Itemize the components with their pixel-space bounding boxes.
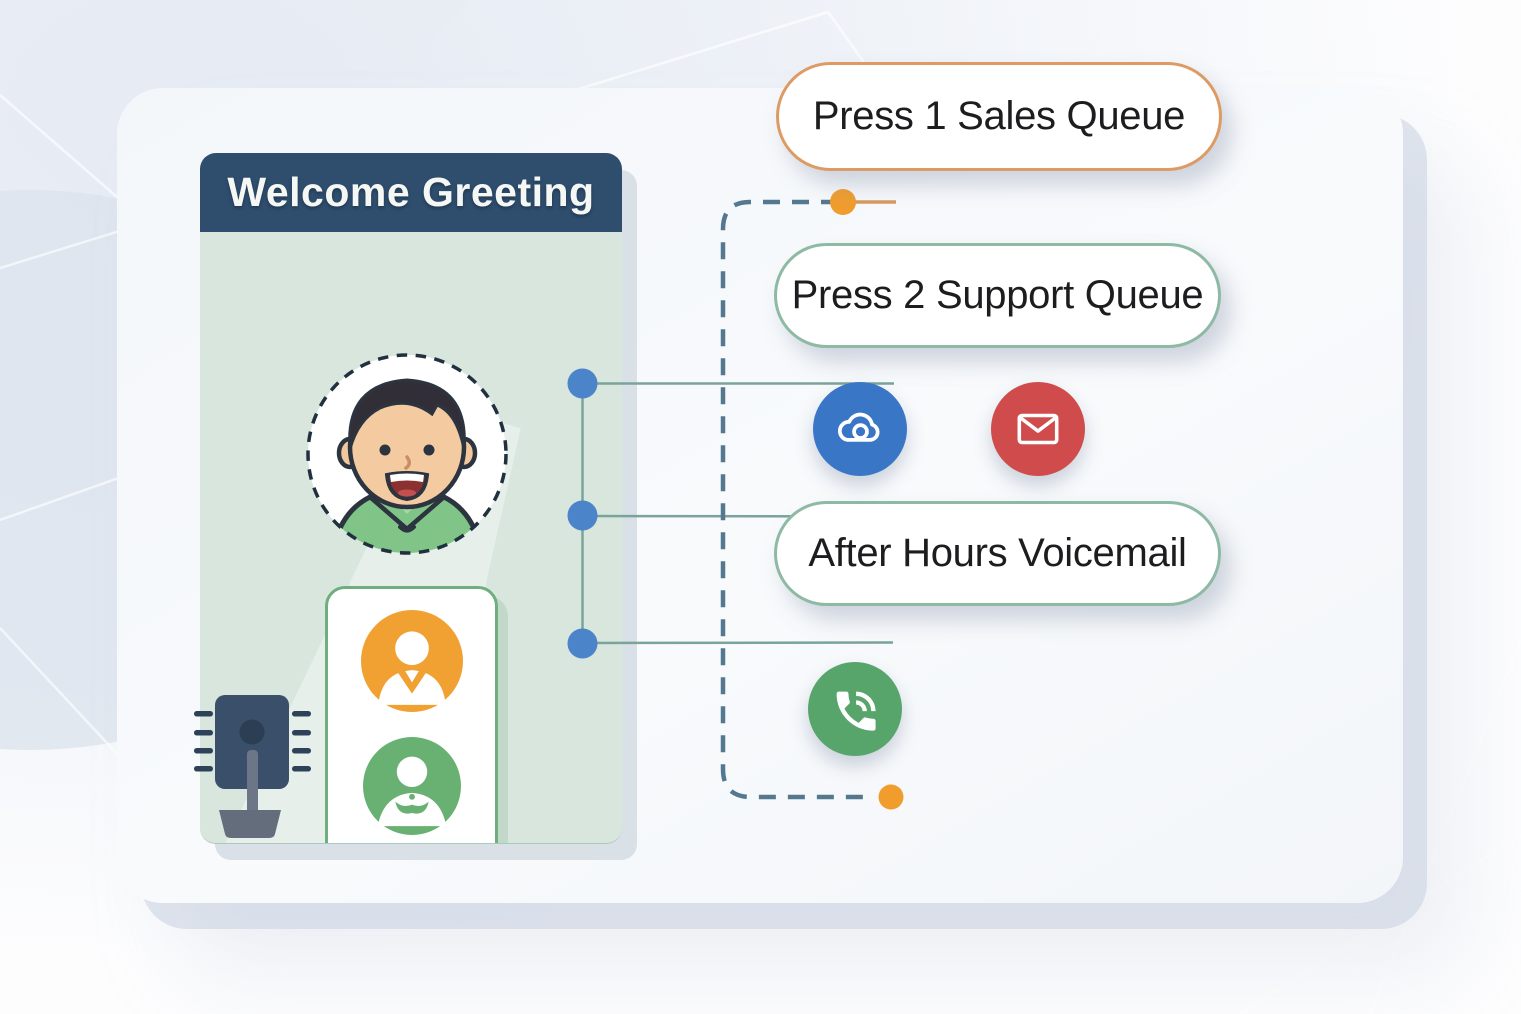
user-orange-icon (360, 609, 463, 717)
node-after-hours-voicemail: After Hours Voicemail (774, 501, 1221, 606)
panel-header: Welcome Greeting (200, 153, 622, 232)
cloud-routing-icon (813, 382, 907, 476)
node-support-label: Press 2 Support Queue (791, 273, 1204, 317)
node-voicemail-label: After Hours Voicemail (808, 531, 1187, 575)
email-envelope-icon (991, 382, 1085, 476)
panel-title: Welcome Greeting (227, 169, 595, 215)
user-green-icon (362, 737, 461, 840)
caller-avatar-icon (304, 351, 510, 557)
intercom-speaker-icon (188, 690, 318, 840)
node-support-queue: Press 2 Support Queue (774, 243, 1221, 348)
welcome-greeting-panel: Welcome Greeting (200, 153, 622, 844)
diagram-card: Welcome Greeting (117, 88, 1403, 903)
agents-card (325, 586, 498, 843)
phone-call-icon (808, 662, 902, 756)
node-sales-queue: Press 1 Sales Queue (776, 62, 1222, 171)
node-sales-label: Press 1 Sales Queue (812, 94, 1186, 138)
